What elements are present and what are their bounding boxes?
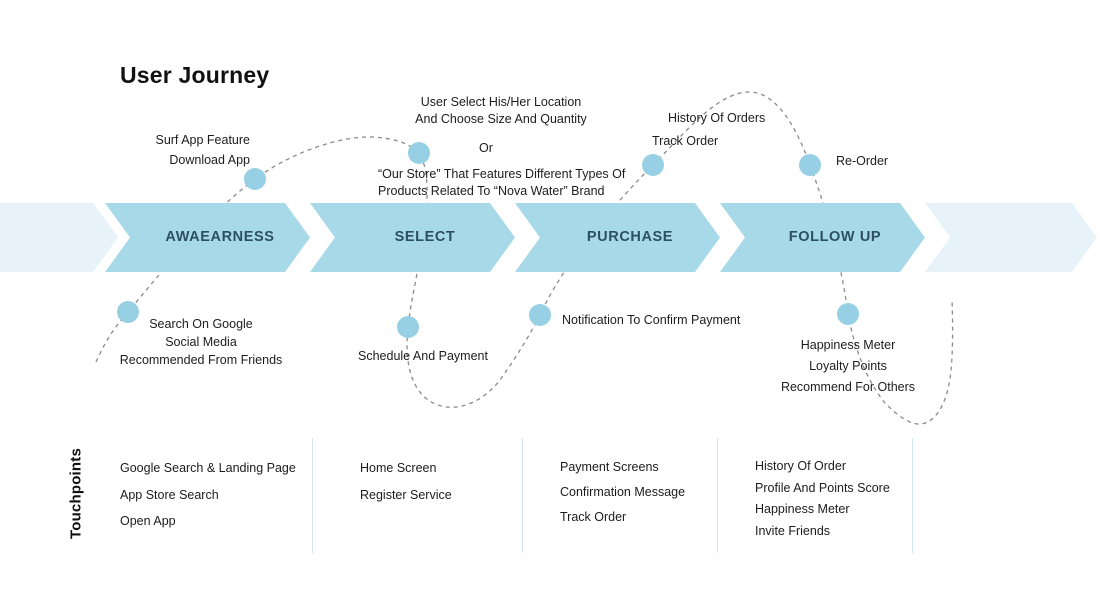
annotation-line: Social Media: [165, 335, 237, 349]
annotation-line: Products Related To “Nova Water” Brand: [378, 184, 605, 198]
touchpoint-dot-happiness: [837, 303, 859, 325]
annotation-line: Recommend For Others: [780, 380, 916, 394]
column-divider: [717, 438, 718, 553]
touchpoint-item: Google Search & Landing Page: [120, 461, 296, 475]
annotation-line: Happiness Meter: [800, 338, 896, 352]
annotation-schedule-payment: Schedule And Payment: [358, 349, 488, 363]
annotation-track-order: Track Order: [652, 134, 719, 148]
annotation-select-top: User Select His/Her Location And Choose …: [371, 94, 631, 128]
chevron-trail-pale: [925, 203, 1097, 272]
touchpoint-item: Payment Screens: [560, 460, 659, 474]
touchpoints-column-awareness: Google Search & Landing Page App Store S…: [120, 455, 296, 535]
annotation-or: Or: [479, 141, 493, 155]
annotation-line: Surf App Feature: [155, 133, 250, 147]
touchpoint-item: Confirmation Message: [560, 485, 686, 499]
journey-curve: [95, 91, 954, 425]
touchpoint-dot-download-app: [244, 168, 266, 190]
annotation-history-of-orders: History Of Orders: [668, 111, 766, 125]
annotation-line: “Our Store” That Features Different Type…: [378, 167, 626, 181]
annotation-line: Recommended From Friends: [119, 353, 283, 367]
chevron-lead-pale: [0, 203, 118, 272]
touchpoint-item: Home Screen: [360, 461, 437, 475]
touchpoint-item: Open App: [120, 514, 176, 528]
touchpoint-item: History Of Order: [755, 459, 846, 473]
touchpoints-column-select: Home Screen Register Service: [360, 455, 452, 508]
chevron-segment-select: [310, 203, 515, 272]
touchpoint-dot-select-location: [408, 142, 430, 164]
touchpoint-dot-schedule-payment: [397, 316, 419, 338]
annotation-awareness-bottom: Search On Google Social Media Recommende…: [81, 315, 321, 369]
stage-label-select: SELECT: [394, 229, 456, 245]
annotation-our-store: “Our Store” That Features Different Type…: [378, 166, 625, 200]
page-title: User Journey: [120, 62, 270, 88]
touchpoint-item: App Store Search: [120, 487, 219, 502]
annotation-followup-bottom: Happiness Meter Loyalty Points Recommend…: [728, 335, 968, 398]
touchpoint-item: Track Order: [560, 510, 627, 524]
touchpoint-dot-search-google: [117, 301, 139, 323]
touchpoints-column-purchase: Payment Screens Confirmation Message Tra…: [560, 455, 685, 530]
chevron-segment-purchase: [515, 203, 720, 272]
annotation-notification: Notification To Confirm Payment: [562, 313, 741, 327]
annotation-line: And Choose Size And Quantity: [415, 112, 587, 126]
touchpoint-dot-track-order: [642, 154, 664, 176]
touchpoint-item: Invite Friends: [755, 523, 831, 538]
annotation-line: Loyalty Points: [809, 359, 887, 373]
chevron-segment-followup: [720, 203, 925, 272]
stage-label-followup: FOLLOW UP: [788, 229, 882, 245]
annotation-line: User Select His/Her Location: [420, 95, 582, 109]
annotation-reorder: Re-Order: [836, 154, 889, 168]
touchpoints-column-followup: History Of Order Profile And Points Scor…: [755, 456, 890, 542]
stage-label-purchase: PURCHASE: [586, 229, 674, 245]
column-divider: [522, 438, 523, 553]
annotation-line: Download App: [169, 153, 250, 167]
stage-label-awareness: AWAEARNESS: [165, 229, 275, 245]
touchpoint-dot-reorder: [799, 154, 821, 176]
column-divider: [312, 438, 313, 553]
touchpoint-item: Happiness Meter: [755, 502, 850, 516]
annotation-awareness-top: Surf App Feature Download App: [60, 130, 250, 170]
annotation-line: Search On Google: [149, 317, 253, 331]
touchpoint-item: Register Service: [360, 487, 452, 502]
touchpoint-item: Profile And Points Score: [755, 480, 890, 495]
chevron-segment-awareness: [105, 203, 310, 272]
touchpoints-axis-label: Touchpoints: [67, 447, 85, 540]
column-divider: [912, 438, 913, 553]
touchpoint-dot-notification: [529, 304, 551, 326]
